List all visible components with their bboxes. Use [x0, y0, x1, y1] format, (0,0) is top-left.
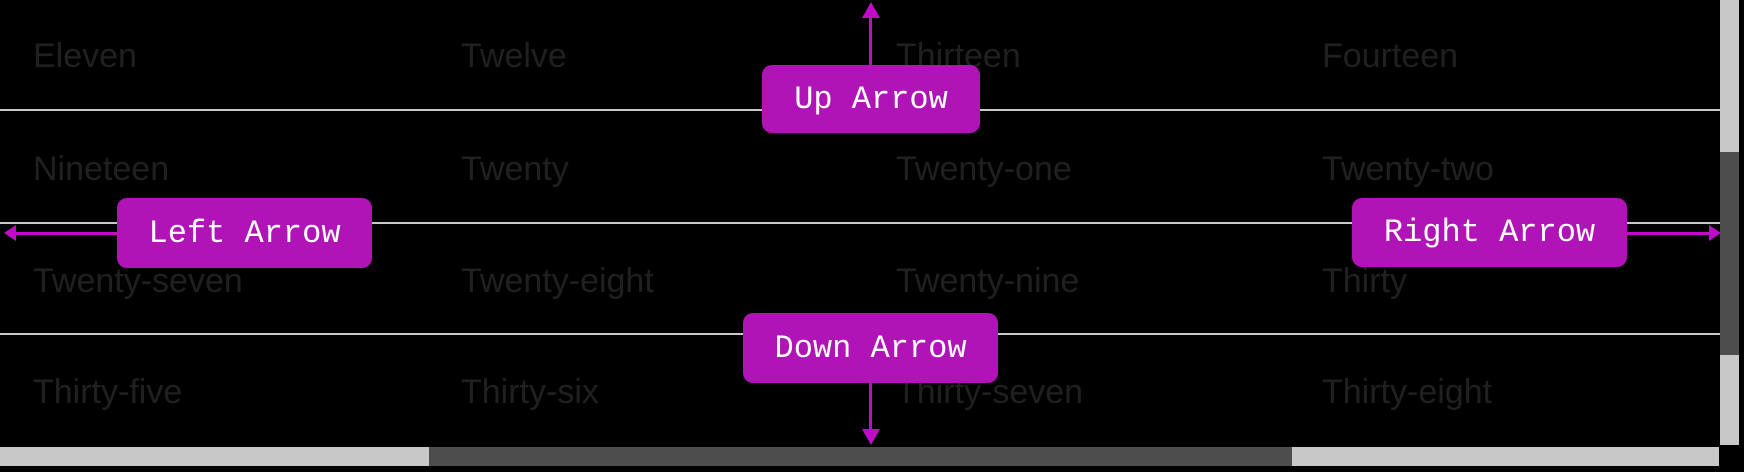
- grid-cell: Twenty-one: [896, 150, 1072, 188]
- grid-cell: Twelve: [461, 37, 567, 75]
- down-arrowhead-icon: [862, 429, 880, 445]
- down-arrow-button[interactable]: Down Arrow: [743, 313, 998, 383]
- grid-cell: Eleven: [33, 37, 137, 75]
- grid-cell: Twenty-seven: [33, 262, 243, 300]
- vertical-scrollbar-thumb[interactable]: [1720, 152, 1739, 355]
- left-arrow-line: [13, 232, 117, 235]
- up-arrow-button[interactable]: Up Arrow: [762, 65, 980, 133]
- row-separator-line: [0, 222, 1720, 224]
- left-arrow-button[interactable]: Left Arrow: [117, 198, 372, 268]
- grid-cell: Nineteen: [33, 150, 170, 188]
- down-arrow-line: [869, 383, 872, 430]
- right-arrow-line: [1627, 232, 1711, 235]
- grid-cell: Twenty-two: [1322, 150, 1494, 188]
- left-arrowhead-icon: [4, 225, 16, 241]
- grid-cell: Thirty: [1322, 262, 1407, 300]
- right-arrow-button[interactable]: Right Arrow: [1352, 198, 1627, 267]
- grid-cell: Thirty-six: [461, 373, 599, 411]
- grid-cell: Thirty-eight: [1322, 373, 1493, 411]
- grid-cell: Twenty: [461, 150, 569, 188]
- grid-cell: Twenty-nine: [896, 262, 1080, 300]
- horizontal-scrollbar-thumb[interactable]: [429, 447, 1292, 466]
- right-arrowhead-icon: [1709, 225, 1721, 241]
- up-arrowhead-icon: [862, 2, 880, 18]
- grid-cell: Thirty-five: [33, 373, 183, 411]
- grid-cell: Twenty-eight: [461, 262, 654, 300]
- grid-cell: Fourteen: [1322, 37, 1459, 75]
- up-arrow-line: [869, 16, 872, 65]
